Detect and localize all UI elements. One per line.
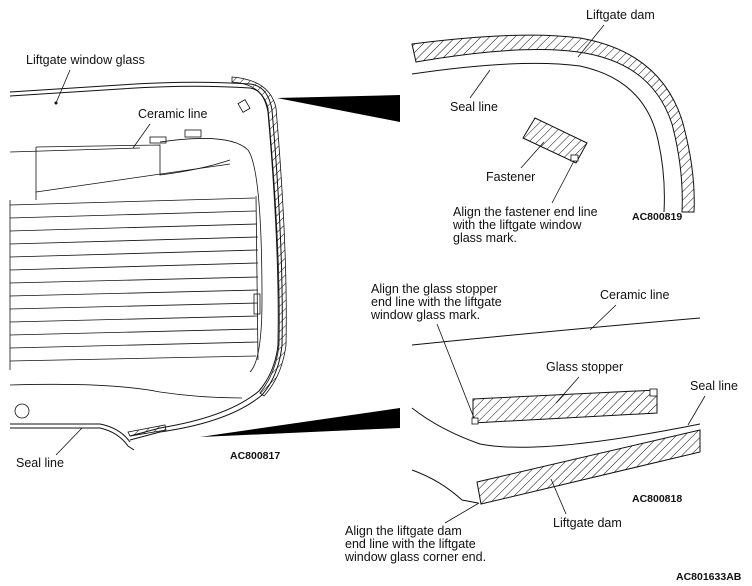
- label-glass-stopper: Glass stopper: [546, 360, 623, 374]
- instr-dam-3: window glass corner end.: [344, 550, 486, 564]
- label-liftgate-dam-top: Liftgate dam: [586, 8, 655, 22]
- seal-contour: [10, 427, 135, 451]
- label-liftgate-dam-bottom: Liftgate dam: [553, 516, 622, 530]
- label-seal-line-top: Seal line: [450, 100, 498, 114]
- ceramic-line-bottom: [411, 317, 701, 346]
- instr-stopper-2: end line with the liftgate: [371, 295, 502, 309]
- instr-stopper-3: window glass mark.: [370, 308, 480, 322]
- liftgate-dam-bottom: [476, 429, 701, 505]
- label-liftgate-window-glass: Liftgate window glass: [26, 53, 145, 67]
- ceramic-mark: [149, 136, 167, 144]
- label-ceramic-line: Ceramic line: [138, 107, 208, 121]
- label-seal-line-left: Seal line: [16, 456, 64, 470]
- label-ceramic-line-bottom: Ceramic line: [600, 288, 670, 302]
- code-left-panel: AC800817: [230, 450, 280, 462]
- label-fastener: Fastener: [486, 170, 535, 184]
- glass-outline: [9, 81, 283, 441]
- fastener-mark: [237, 99, 251, 113]
- ceramic-line-left: [9, 147, 141, 153]
- seal-line-top: [411, 62, 665, 213]
- top-right-panel: Liftgate dam Seal line Fastener Align th…: [411, 8, 695, 245]
- code-top-right-panel: AC800819: [632, 211, 682, 223]
- side-clip: [253, 293, 261, 315]
- callout-wedge-top: [277, 95, 400, 122]
- glass-edge-bottom: [411, 407, 701, 448]
- liftgate-dam-small: [127, 424, 167, 437]
- glass-edge-inner: [9, 85, 279, 437]
- label-seal-line-bottom: Seal line: [690, 379, 738, 393]
- code-bottom-right-panel: AC800818: [632, 493, 682, 505]
- leader-seal-left: [55, 427, 83, 456]
- instr-fastener-2: with the liftgate window: [452, 218, 583, 232]
- instr-dam-2: end line with the liftgate: [345, 537, 476, 551]
- instr-fastener-1: Align the fastener end line: [453, 205, 598, 219]
- left-panel: Liftgate window glass Ceramic line Seal …: [9, 53, 400, 470]
- leader-ceramic: [132, 123, 151, 149]
- instr-stopper-1: Align the glass stopper: [371, 282, 497, 296]
- glass-corner: [411, 469, 479, 504]
- hole: [14, 403, 30, 419]
- molding-hatch: [231, 76, 287, 397]
- bottom-right-panel: Ceramic line Align the glass stopper end…: [344, 282, 738, 564]
- leader-glass: [55, 69, 71, 104]
- dam-arc: [411, 34, 695, 213]
- instr-fastener-3: glass mark.: [453, 231, 517, 245]
- instr-dam-1: Align the liftgate dam: [345, 524, 462, 538]
- fastener: [522, 117, 588, 164]
- callout-wedge-bottom: [200, 408, 400, 437]
- stopper-mark: [184, 129, 202, 138]
- figure-code: AC801633AB: [676, 571, 742, 583]
- heater-lines: [9, 195, 259, 370]
- glass-stopper: [472, 389, 658, 424]
